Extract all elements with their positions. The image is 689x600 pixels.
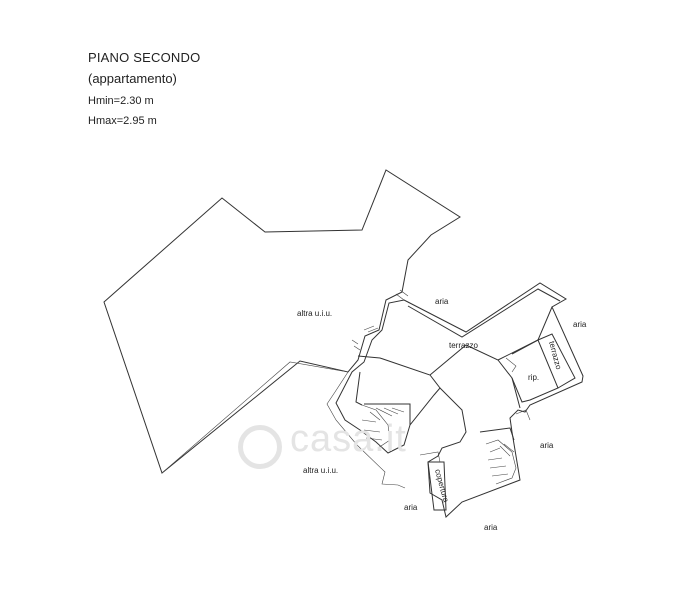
label-aria-right: aria (573, 320, 587, 329)
label-altra-uiu-top: altra u.i.u. (297, 309, 332, 318)
watermark: casa.it (290, 418, 407, 460)
plan-title: PIANO SECONDO (88, 50, 201, 65)
label-rip: rip. (528, 373, 539, 382)
min-height-note: Hmin=2.30 m (88, 95, 154, 107)
max-height-note: Hmax=2.95 m (88, 115, 157, 127)
label-aria-bottom-left: aria (404, 503, 418, 512)
outline-altra-uiu-bottom (161, 361, 406, 489)
plan-subtitle: (appartamento) (88, 71, 177, 86)
label-aria-top: aria (435, 297, 449, 306)
watermark-logo-icon (238, 425, 282, 469)
label-altra-uiu-bottom: altra u.i.u. (303, 466, 338, 475)
label-aria-middle-right: aria (540, 441, 554, 450)
label-terrazzo-main: terrazzo (449, 341, 478, 350)
label-aria-bottom: aria (484, 523, 498, 532)
label-copertura: copertura (433, 468, 451, 504)
outline-altra-uiu-top (103, 169, 461, 474)
outline-apartment (335, 282, 584, 518)
